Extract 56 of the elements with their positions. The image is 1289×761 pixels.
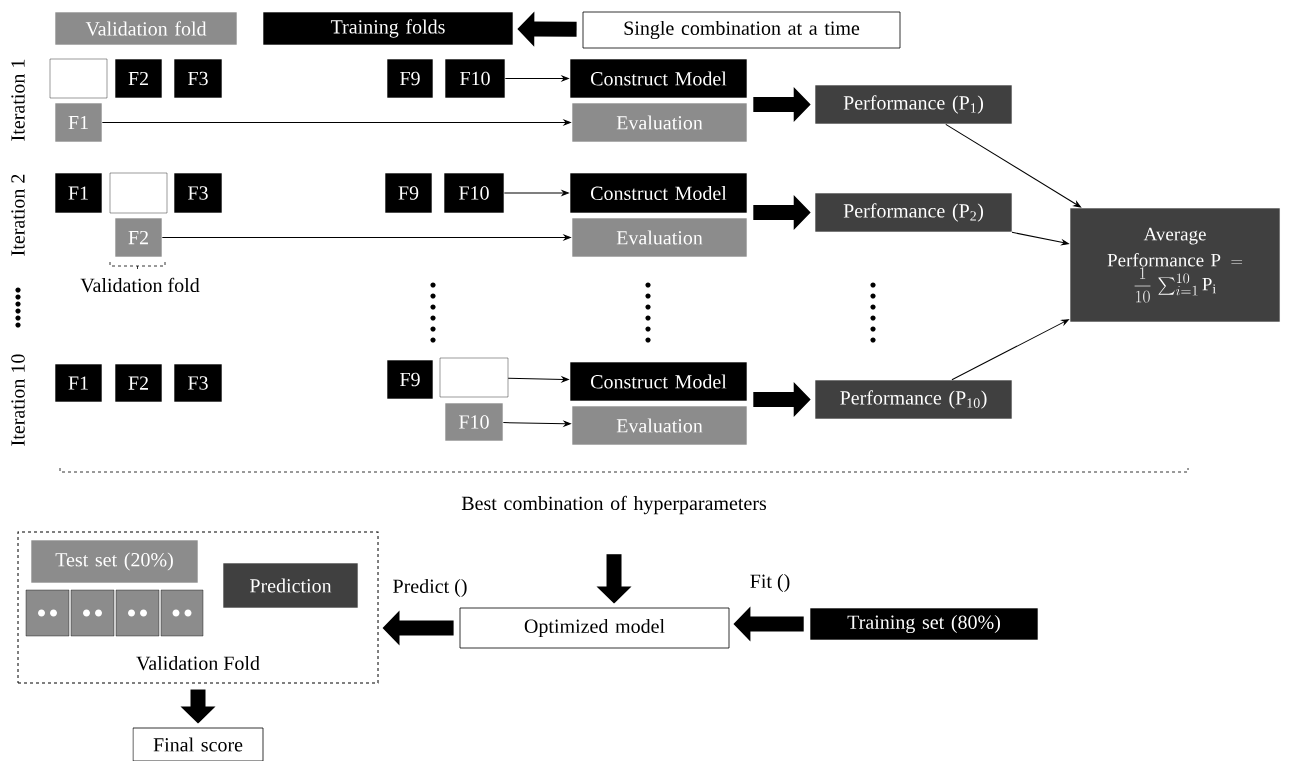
- caption-text: Best combination of hyperparameters: [461, 495, 767, 515]
- row-label: Iteration 10: [11, 354, 25, 446]
- fold-box: F2: [114, 217, 163, 258]
- edge-label: Fit (): [748, 572, 792, 594]
- fold-box: [49, 58, 108, 99]
- fold-box: F2: [114, 58, 163, 99]
- fold-box: F9: [386, 58, 434, 99]
- fold-box: F3: [173, 58, 223, 99]
- fold-box: F10: [444, 58, 506, 99]
- process-box: Prediction: [222, 562, 359, 609]
- arrow: [101, 119, 571, 126]
- result-box: Performance (P$_{10}$): [814, 379, 1013, 420]
- legend-box: Validation fold: [54, 11, 238, 46]
- bracket-label: Validation fold: [80, 277, 200, 293]
- model-box: Optimized model: [459, 607, 730, 649]
- arrow: [504, 75, 569, 82]
- legend-box: Training folds: [262, 11, 514, 46]
- fold-box: F10: [443, 172, 505, 214]
- fold-box: F1: [54, 172, 103, 214]
- process-box: Construct Model: [569, 361, 748, 402]
- result-box: Performance (P$_{2}$): [814, 192, 1013, 233]
- fold-box: F3: [173, 172, 223, 214]
- average-box: Average $\text{Performance P} = \dfrac{1}{10}\allowbreak\,\sum_{i=1}^{10} \mathrm{P}_{\mathrm{i}}$: [1069, 207, 1281, 323]
- fold-box: F1: [54, 363, 103, 403]
- fold-box: F2: [114, 363, 163, 403]
- row-label: Iteration 1: [11, 59, 25, 141]
- fold-box: F1: [54, 102, 103, 143]
- process-box: Construct Model: [569, 58, 748, 99]
- result-box: Performance (P$_{1}$): [814, 84, 1013, 125]
- arrow: [503, 190, 569, 196]
- fold-box: F3: [173, 363, 223, 403]
- fold-box: [160, 589, 204, 637]
- arrow: [1011, 231, 1069, 246]
- fold-box: F9: [386, 359, 434, 400]
- output-box: Final score: [132, 727, 264, 761]
- fold-box: [70, 589, 115, 637]
- process-box: Evaluation: [571, 102, 748, 143]
- arrow: [502, 420, 571, 427]
- fold-box: [115, 589, 160, 637]
- fold-box: F10: [444, 402, 504, 442]
- process-box: Evaluation: [571, 405, 748, 446]
- fold-box: [109, 172, 168, 214]
- arrow: [951, 319, 1069, 381]
- note-box: Single combination at a time: [582, 11, 901, 49]
- edge-label: Predict (): [391, 577, 469, 599]
- process-box: Construct Model: [569, 172, 748, 214]
- fold-box: [25, 589, 70, 637]
- arrow: [507, 376, 569, 383]
- fold-box: F9: [384, 172, 433, 214]
- arrow: [945, 123, 1082, 208]
- row-label: Iteration 2: [11, 174, 25, 256]
- fold-box: [439, 357, 509, 398]
- process-box: Evaluation: [571, 217, 748, 258]
- test-set-box: Test set (20%): [30, 539, 199, 584]
- arrow: [161, 234, 571, 241]
- data-box: Training set (80%): [809, 607, 1039, 641]
